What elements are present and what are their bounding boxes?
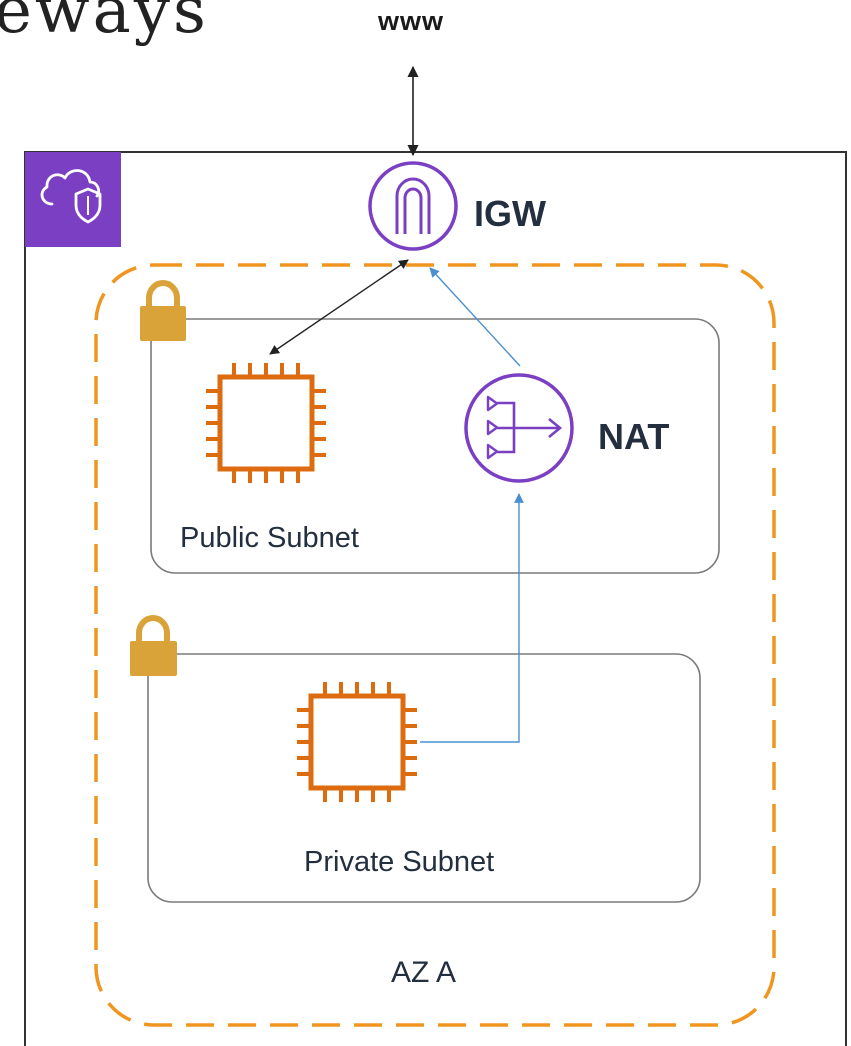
public-subnet-lock-icon: [140, 280, 186, 341]
nat-gateway-icon: [464, 373, 574, 483]
internet-gateway-icon: [368, 161, 458, 251]
public-subnet-border: [150, 318, 720, 574]
availability-zone-label: AZ A: [391, 956, 457, 989]
private-subnet-label: Private Subnet: [304, 846, 495, 878]
private-subnet-lock-icon: [130, 615, 177, 676]
heading-fragment: eways: [0, 0, 209, 48]
private-instance-nat-arrow: [420, 493, 524, 743]
igw-public-instance-arrow: [269, 259, 409, 355]
nat-igw-arrow: [429, 267, 521, 367]
public-ec2-instance-icon: [206, 363, 326, 483]
private-subnet-border: [147, 653, 701, 903]
availability-zone-border: [94, 263, 776, 1027]
vpc-cloud-shield-icon: [25, 152, 121, 247]
public-subnet-label: Public Subnet: [180, 522, 359, 554]
igw-label: IGW: [474, 193, 546, 234]
vpc-border: [24, 151, 847, 1046]
private-ec2-instance-icon: [297, 682, 417, 802]
internet-label: www: [378, 6, 445, 36]
nat-label: NAT: [598, 416, 670, 457]
